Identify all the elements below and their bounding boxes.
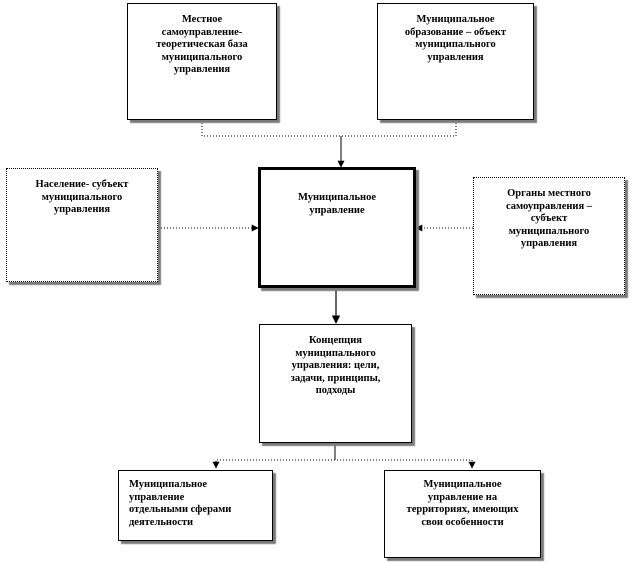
population-label: Население- субъект муниципального управл…: [35, 179, 129, 215]
spheres-management-label: Муниципальное управление отдельными сфер…: [129, 479, 232, 528]
concept-box: Концепция муниципального управления: цел…: [259, 324, 412, 443]
municipal-management-label: Муниципальное управление: [297, 192, 377, 216]
local-self-government-box: Местное самоуправление- теоретическая ба…: [127, 3, 277, 120]
territories-management-label: Муниципальное управление на территориях,…: [406, 479, 519, 528]
split-bracket-connector: [212, 459, 476, 469]
top-bracket-connector: [201, 120, 457, 137]
territories-management-box: Муниципальное управление на территориях,…: [384, 470, 541, 558]
population-box: Население- субъект муниципального управл…: [6, 168, 158, 282]
local-self-government-label: Местное самоуправление- теоретическая ба…: [156, 14, 248, 75]
local-bodies-box: Органы местного самоуправления – субъект…: [473, 177, 625, 295]
local-bodies-label: Органы местного самоуправления – субъект…: [505, 188, 593, 249]
municipal-formation-label: Муниципальное образование – объект муниц…: [404, 14, 507, 63]
spheres-management-box: Муниципальное управление отдельными сфер…: [118, 470, 273, 541]
municipal-formation-box: Муниципальное образование – объект муниц…: [377, 3, 534, 120]
concept-label: Концепция муниципального управления: цел…: [290, 335, 381, 396]
municipal-management-box: Муниципальное управление: [258, 167, 416, 288]
